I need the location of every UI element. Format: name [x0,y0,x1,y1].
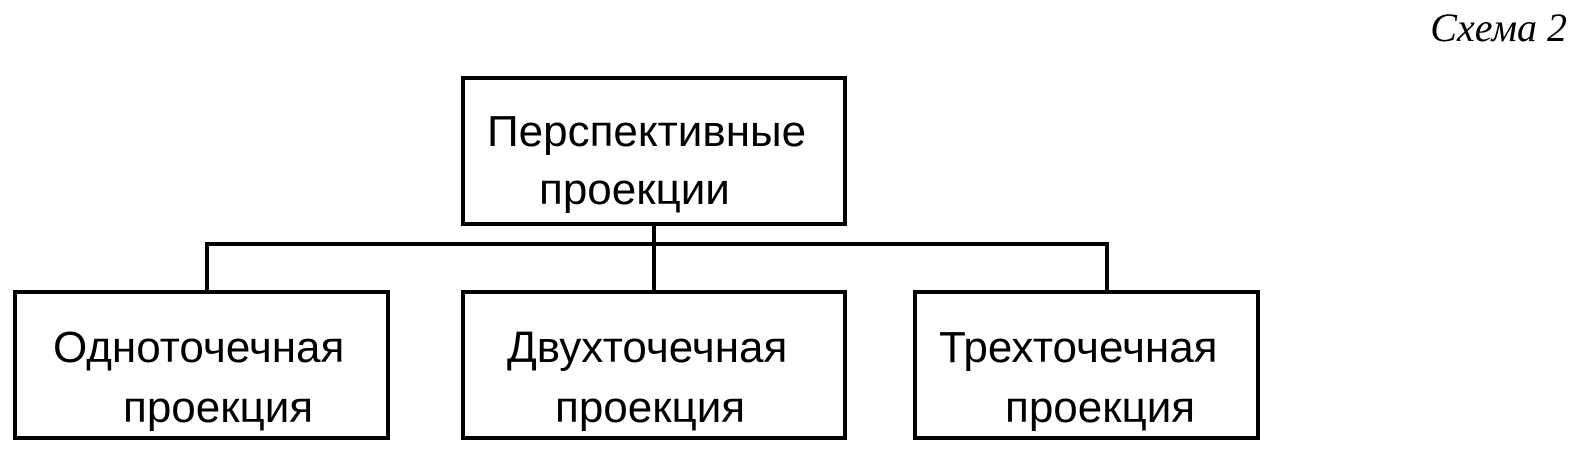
node-child-2-line1: Двухточечная [507,323,788,372]
scheme-caption: Схема 2 [1430,5,1567,50]
node-three-point-projection: Трехточечная проекция [913,290,1260,440]
connector-child-2 [652,242,656,292]
node-root-line2: проекции [539,165,730,214]
connector-root-down [652,224,656,244]
node-child-3-line1: Трехточечная [939,323,1218,372]
node-child-2-line2: проекция [555,383,746,432]
node-child-3-line2: проекция [1005,383,1196,432]
node-one-point-projection: Одноточечная проекция [13,290,390,440]
node-child-1-line1: Одноточечная [53,323,345,372]
connector-horizontal-bus [205,242,1109,246]
node-child-1-line2: проекция [123,383,314,432]
node-root-line1: Перспективные [487,107,807,156]
node-perspective-projections: Перспективные проекции [461,76,847,226]
connector-child-3 [1105,242,1109,292]
connector-child-1 [205,242,209,292]
node-two-point-projection: Двухточечная проекция [461,290,847,440]
